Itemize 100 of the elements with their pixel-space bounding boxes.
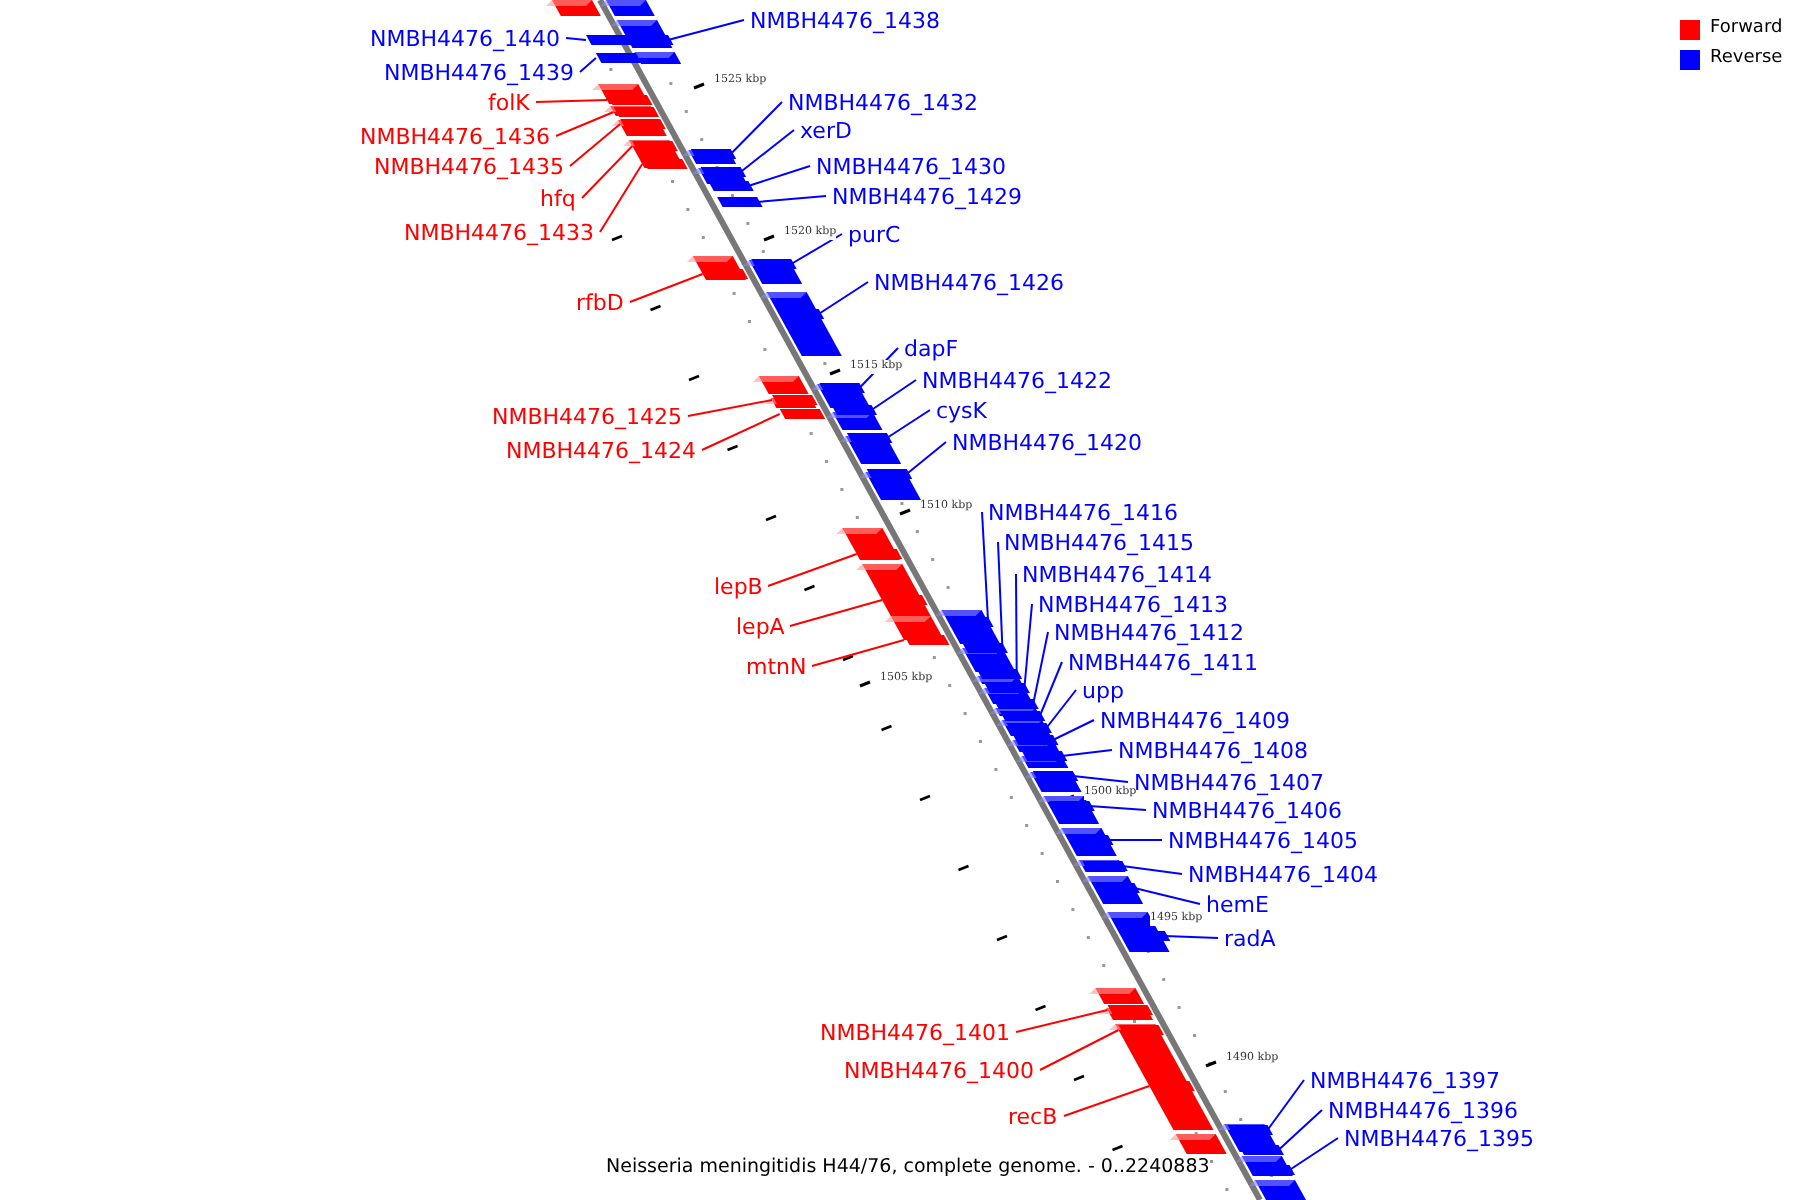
gene-label: cysK <box>936 397 988 423</box>
gene-block <box>999 711 1046 721</box>
gene-label: NMBH4476_1430 <box>816 153 1007 179</box>
gene-block <box>751 259 797 269</box>
leader-line <box>535 99 608 103</box>
gene-label: NMBH4476_1405 <box>1168 827 1359 853</box>
gene-block <box>993 699 1039 709</box>
gene-label: lepB <box>714 573 763 599</box>
gene-label: NMBH4476_1397 <box>1310 1067 1501 1093</box>
gene-label: NMBH4476_1435 <box>374 153 565 179</box>
leader-line <box>1023 603 1033 689</box>
gene-block <box>1049 801 1095 811</box>
gene-label: hemE <box>1206 891 1269 917</box>
gene-label: NMBH4476_1429 <box>832 183 1023 209</box>
gene-label: dapF <box>904 335 959 361</box>
gene-label: NMBH4476_1400 <box>844 1057 1035 1083</box>
caption: Neisseria meningitidis H44/76, complete genome. - 0..2240883 <box>606 1156 1210 1178</box>
gene-label: NMBH4476_1432 <box>788 89 979 115</box>
gene-label: NMBH4476_1439 <box>384 59 575 85</box>
gene-block <box>708 181 754 191</box>
gene-block <box>642 159 688 169</box>
gene-label: rfbD <box>576 289 624 315</box>
leader-line <box>729 101 783 155</box>
gene-label: NMBH4476_1406 <box>1152 797 1343 823</box>
gene-label: lepA <box>736 613 785 639</box>
gene-block <box>1006 723 1052 733</box>
leader-line <box>981 511 990 623</box>
gene-block <box>700 167 747 177</box>
leader-line <box>1038 661 1063 717</box>
leader-line <box>756 195 827 203</box>
gene-label: NMBH4476_1414 <box>1022 561 1213 587</box>
gene-block <box>1082 861 1128 871</box>
gene-label: NMBH4476_1440 <box>370 25 561 51</box>
leader-line <box>789 599 883 627</box>
gene-label: NMBH4476_1433 <box>404 219 595 245</box>
gene-label: NMBH4476_1416 <box>988 499 1179 525</box>
leader-line <box>885 409 931 439</box>
leader-line <box>1015 1009 1109 1033</box>
leader-line <box>1052 719 1095 741</box>
leader-line <box>599 163 644 233</box>
gene-label: NMBH4476_1420 <box>952 429 1143 455</box>
gene-block <box>984 683 1030 693</box>
leader-line <box>1277 1109 1323 1151</box>
gene-block <box>846 433 893 443</box>
leader-line <box>1045 689 1077 729</box>
gene-block <box>1107 1005 1153 1015</box>
leader-line <box>581 145 634 199</box>
gene-block <box>866 469 913 479</box>
leader-line <box>667 19 745 41</box>
gene-block <box>772 395 818 405</box>
gene-label: NMBH4476_1438 <box>750 7 941 33</box>
gene-block <box>1118 1025 1164 1035</box>
gene-block <box>1021 751 1068 761</box>
leader-line <box>1032 631 1049 705</box>
gene-label: NMBH4476_1436 <box>360 123 551 149</box>
leader-line <box>1121 865 1183 875</box>
gene-label: recB <box>1008 1103 1058 1129</box>
gene-label: NMBH4476_1415 <box>1004 529 1195 555</box>
gene-label: NMBH4476_1395 <box>1344 1125 1535 1151</box>
leader-line <box>905 441 947 475</box>
leader-line <box>1107 839 1163 841</box>
gene-label: radA <box>1224 925 1276 951</box>
leader-line <box>565 37 587 41</box>
gene-label: NMBH4476_1413 <box>1038 591 1229 617</box>
legend-label: Forward <box>1710 18 1783 40</box>
gene-block <box>819 383 865 393</box>
gene-label: upp <box>1082 677 1124 703</box>
leader-line <box>1071 775 1129 783</box>
leader-line <box>1133 887 1201 905</box>
leader-line <box>1039 1029 1120 1071</box>
leader-line <box>1266 1079 1305 1131</box>
gene-label: NMBH4476_1396 <box>1328 1097 1519 1123</box>
leader-line <box>870 379 917 411</box>
leader-line <box>747 165 811 187</box>
gene-block <box>607 95 653 105</box>
leader-line <box>687 399 773 417</box>
gene-label: NMBH4476_1411 <box>1068 649 1259 675</box>
leader-line <box>1015 573 1018 675</box>
leader-line <box>1163 935 1219 939</box>
legend-label: Reverse <box>1710 48 1783 70</box>
leader-line <box>811 639 905 667</box>
gene-label: NMBH4476_1407 <box>1134 769 1325 795</box>
gene-block <box>690 149 737 159</box>
gene-label: NMBH4476_1425 <box>492 403 683 429</box>
gene-label: NMBH4476_1424 <box>506 437 697 463</box>
leader-line <box>790 233 843 265</box>
gene-label: NMBH4476_1404 <box>1188 861 1379 887</box>
gene-label: NMBH4476_1408 <box>1118 737 1309 763</box>
gene-label: NMBH4476_1409 <box>1100 707 1291 733</box>
gene-block <box>1227 1125 1273 1135</box>
leader-line <box>1088 805 1147 811</box>
leader-line <box>739 129 795 173</box>
gene-block <box>632 141 678 151</box>
leader-line <box>629 273 704 303</box>
gene-label: NMBH4476_1401 <box>820 1019 1011 1045</box>
gene-label: hfq <box>540 185 576 211</box>
gene-block <box>1013 735 1059 745</box>
gene-label: xerD <box>800 117 852 143</box>
gene-block <box>620 119 666 129</box>
gene-block <box>1032 771 1079 781</box>
